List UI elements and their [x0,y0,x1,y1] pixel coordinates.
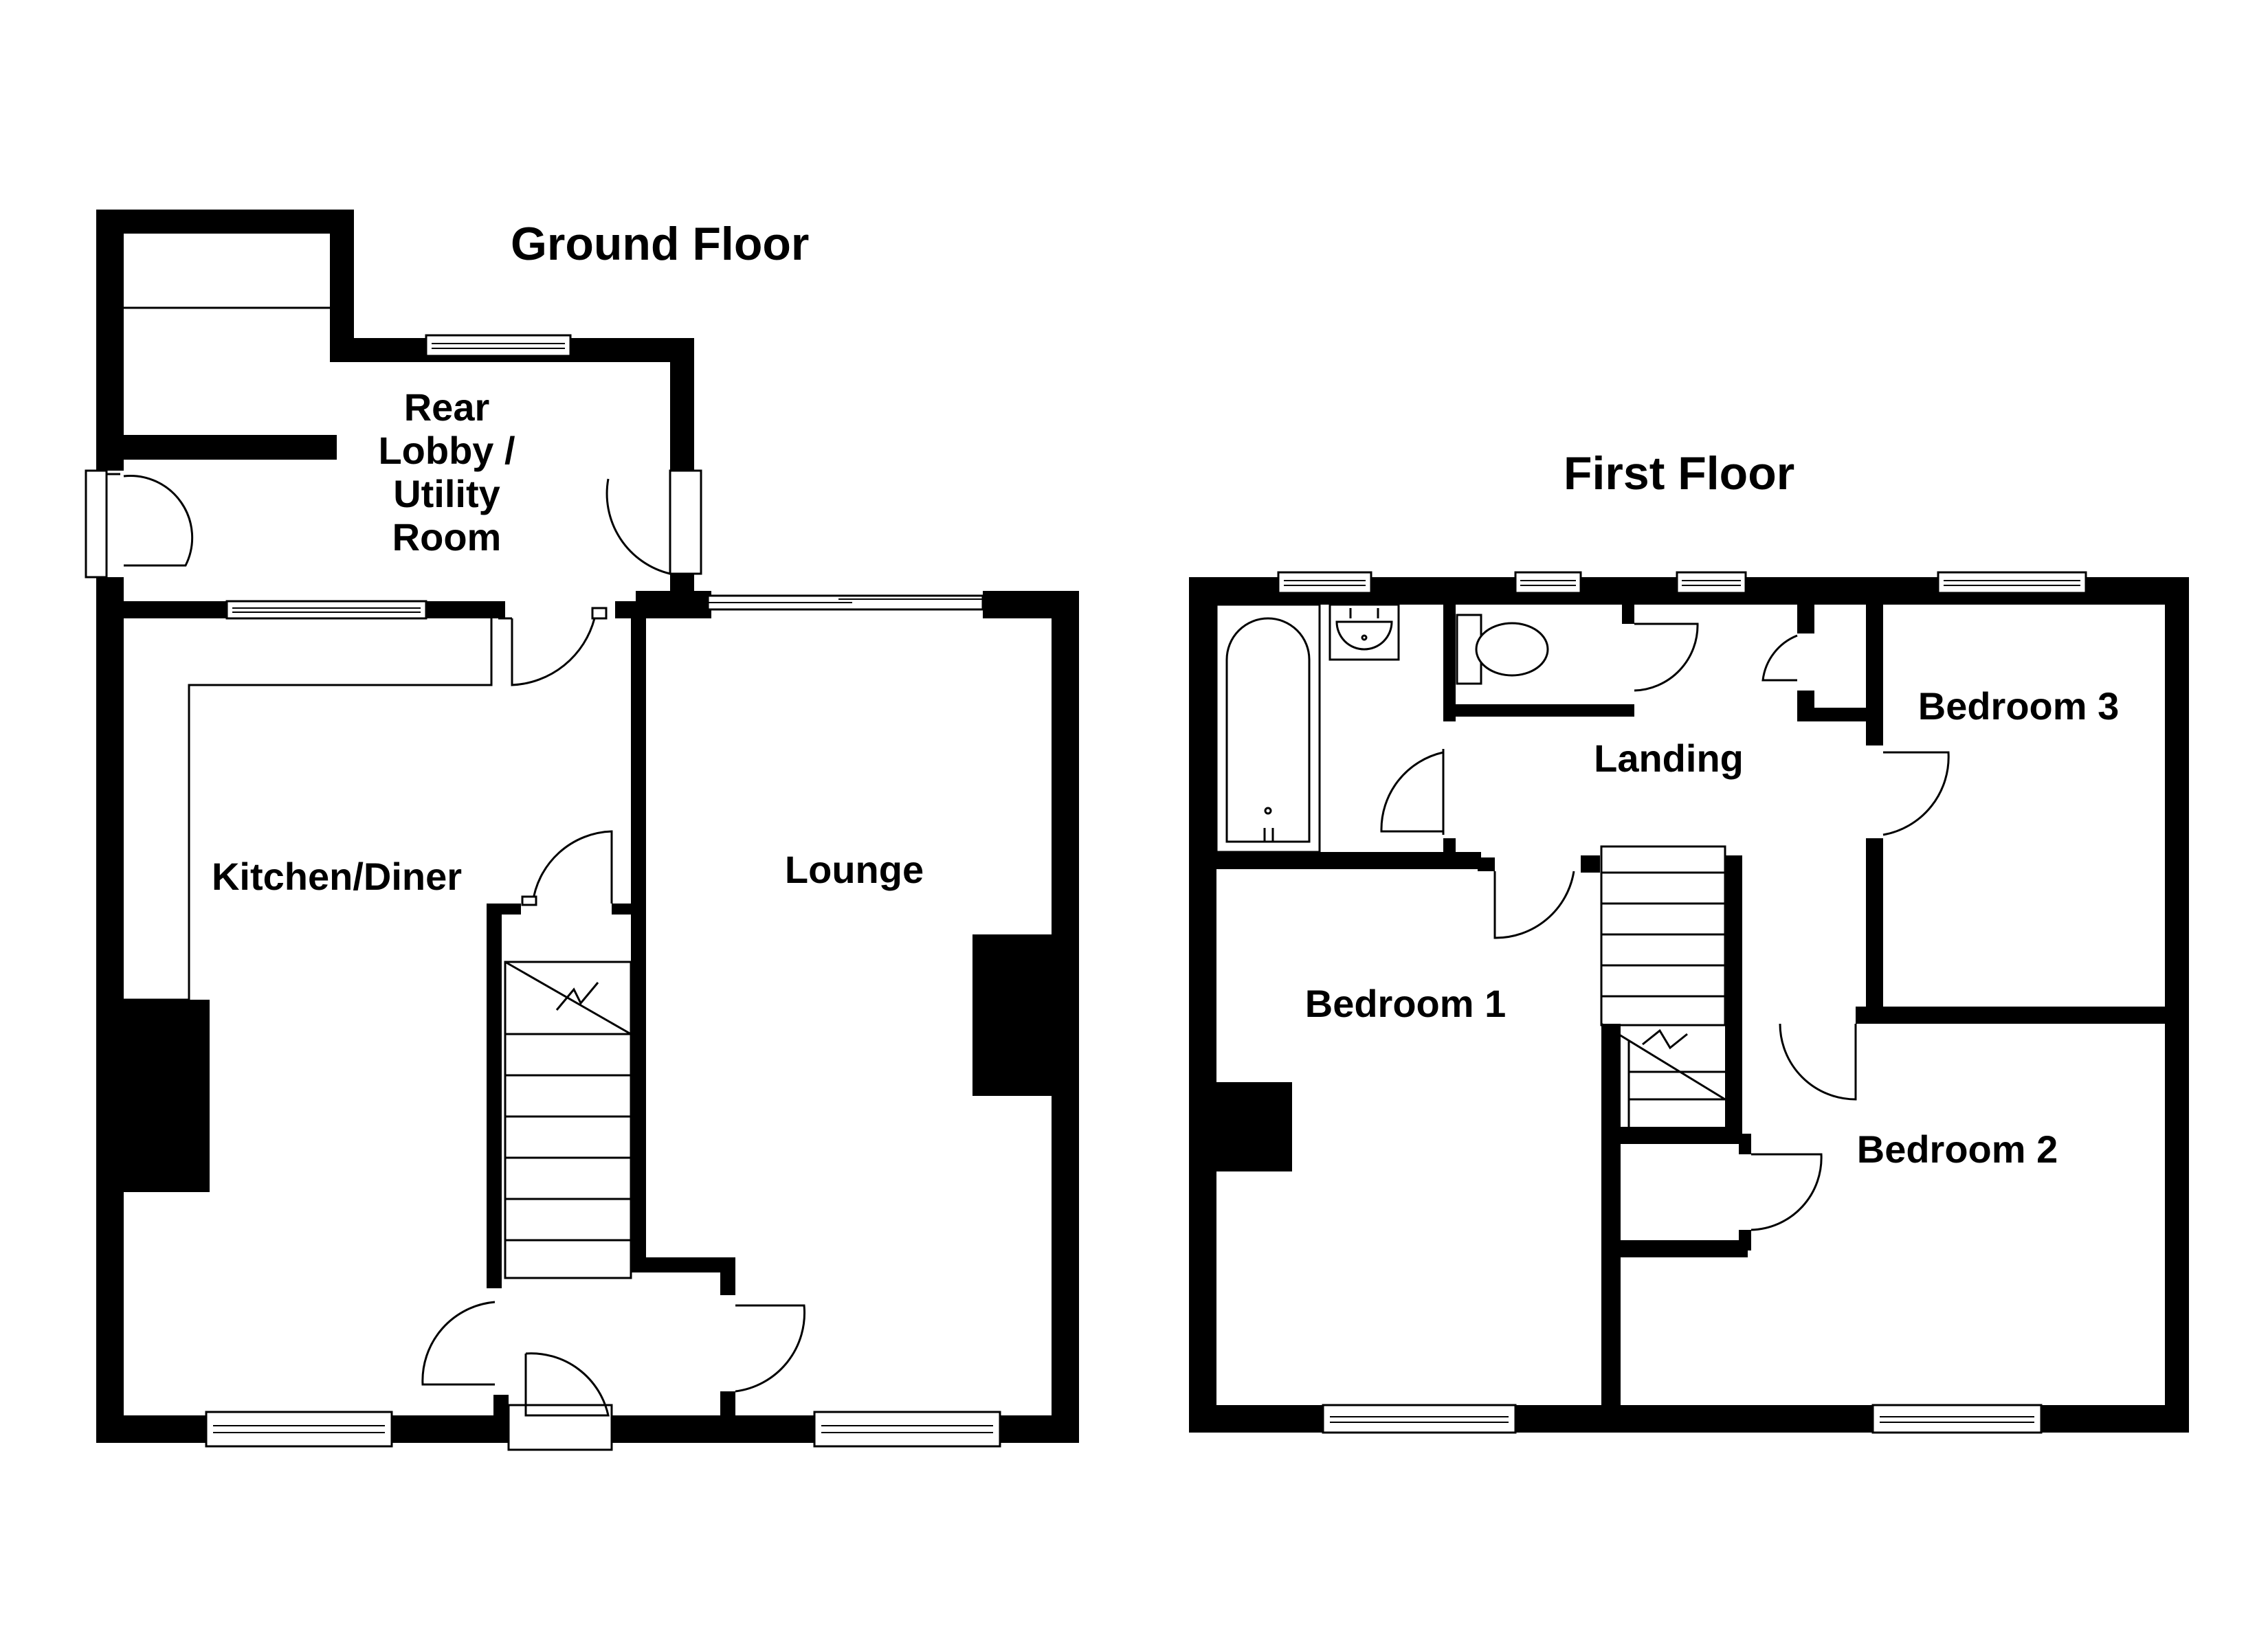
bathroom-window [1277,571,1372,594]
bedroom2-cupboard-door [1750,1153,1823,1231]
ground-staircase [504,961,632,1279]
bedroom3-left-wall [1866,605,1883,745]
bedroom2-door [1779,1023,1857,1101]
kitchen-worktop [124,617,493,1001]
bedroom3-left-wall-lower [1866,838,1883,1017]
front-door [507,1352,613,1451]
bedroom-1-label: Bedroom 1 [1305,982,1507,1025]
bedroom2-cupboard-wall [1621,1240,1748,1257]
rear-lobby-right-wall [670,338,694,472]
lounge-front-window [813,1411,1001,1448]
ground-floor-plan [85,210,1079,1451]
rear-lobby-left-wall-lower [96,577,124,601]
bathroom-bottom-wall [1216,852,1481,869]
cupboard-wall-bottom [1797,708,1866,721]
rear-lobby-label-line-2: Lobby / [378,429,515,472]
hall-wall-right-stub [720,1257,735,1295]
bedroom1-right-wall [1601,1024,1621,1405]
hall-wall-right [631,1257,734,1272]
first-left-wall [1189,577,1216,1433]
kitchen-lounge-wall [631,618,646,907]
ground-left-wall [96,601,124,1443]
toilet-icon [1456,614,1549,685]
rear-lobby-label-line-3: Utility [393,472,500,515]
bedroom2-window [1871,1404,2043,1434]
stairwell-right-wall [1725,855,1742,1141]
bedroom1-door [1493,871,1575,939]
kitchen-lounge-wall-lower [631,897,646,1268]
landing-window [1676,571,1747,594]
under-stairs-door [521,830,613,906]
rear-lobby-label-line-1: Rear [404,385,490,429]
hall-wall-left [487,904,502,1288]
first-floor-title: First Floor [1564,447,1794,500]
kitchen-to-lobby-door [498,607,608,686]
landing-label: Landing [1594,737,1744,780]
rear-lobby-left-wall [96,210,124,471]
wc-bottom-wall [1456,704,1634,717]
first-right-wall [2165,577,2189,1433]
hall-wall-top-stub-2 [612,904,636,915]
rear-lobby-right-door [605,469,702,575]
porch-stub-right [720,1391,735,1419]
hall-wall-top-stub [487,904,521,915]
bedroom-2-label: Bedroom 2 [1857,1128,2058,1171]
kitchen-chimney-breast [124,1000,210,1192]
first-staircase [1600,845,1726,1127]
bedroom3-window [1937,571,2087,594]
kitchen-hall-door [421,1301,496,1386]
stairwell-bottom-wall [1601,1127,1742,1144]
bath-icon [1215,603,1321,853]
rear-lobby-top-wall [96,210,354,234]
lounge-patio-doors [707,594,984,611]
ground-right-wall [1052,591,1079,1443]
cupboard-door [1761,634,1798,682]
bathroom-door [1380,749,1445,835]
lounge-label: Lounge [785,848,924,891]
bedroom1-window [1322,1404,1517,1434]
rear-lobby-step-wall [330,210,354,362]
bedroom-3-label: Bedroom 3 [1918,684,2120,728]
bedroom3-door [1882,751,1950,836]
bedroom3-bottom-wall [1866,1007,2165,1024]
landing-stub-1 [1478,857,1495,871]
lounge-top-left-wall [636,591,711,618]
bedroom1-chimney-breast [1216,1082,1292,1171]
sink-icon [1328,603,1400,661]
lounge-chimney-breast [972,934,1052,1096]
rear-lobby-internal-wall [124,435,337,460]
porch-stub-left [493,1395,509,1419]
rear-lobby-window [425,334,572,357]
bedroom2-cupboard-wall-vert [1739,1134,1751,1154]
bedroom2-top-stub [1856,1007,1883,1024]
kitchen-front-window [205,1411,393,1448]
wc-bottom-wall-stub [1622,605,1634,624]
lounge-hall-door [735,1304,806,1393]
wc-window [1514,571,1582,594]
ground-top-right-wall [983,591,1079,618]
first-floor-plan [1189,571,2189,1434]
bedroom2-cupboard-wall-vert-2 [1739,1230,1751,1250]
kitchen-diner-label: Kitchen/Diner [212,855,462,898]
wc-door [1634,622,1699,692]
bathroom-right-wall [1443,605,1456,721]
ground-floor-title: Ground Floor [511,218,809,270]
cupboard-wall-vert [1797,605,1814,633]
kitchen-rear-window [225,600,427,620]
rear-lobby-label-line-4: Room [392,515,502,559]
landing-stub-2 [1581,855,1600,873]
rear-lobby-left-door [85,469,194,579]
